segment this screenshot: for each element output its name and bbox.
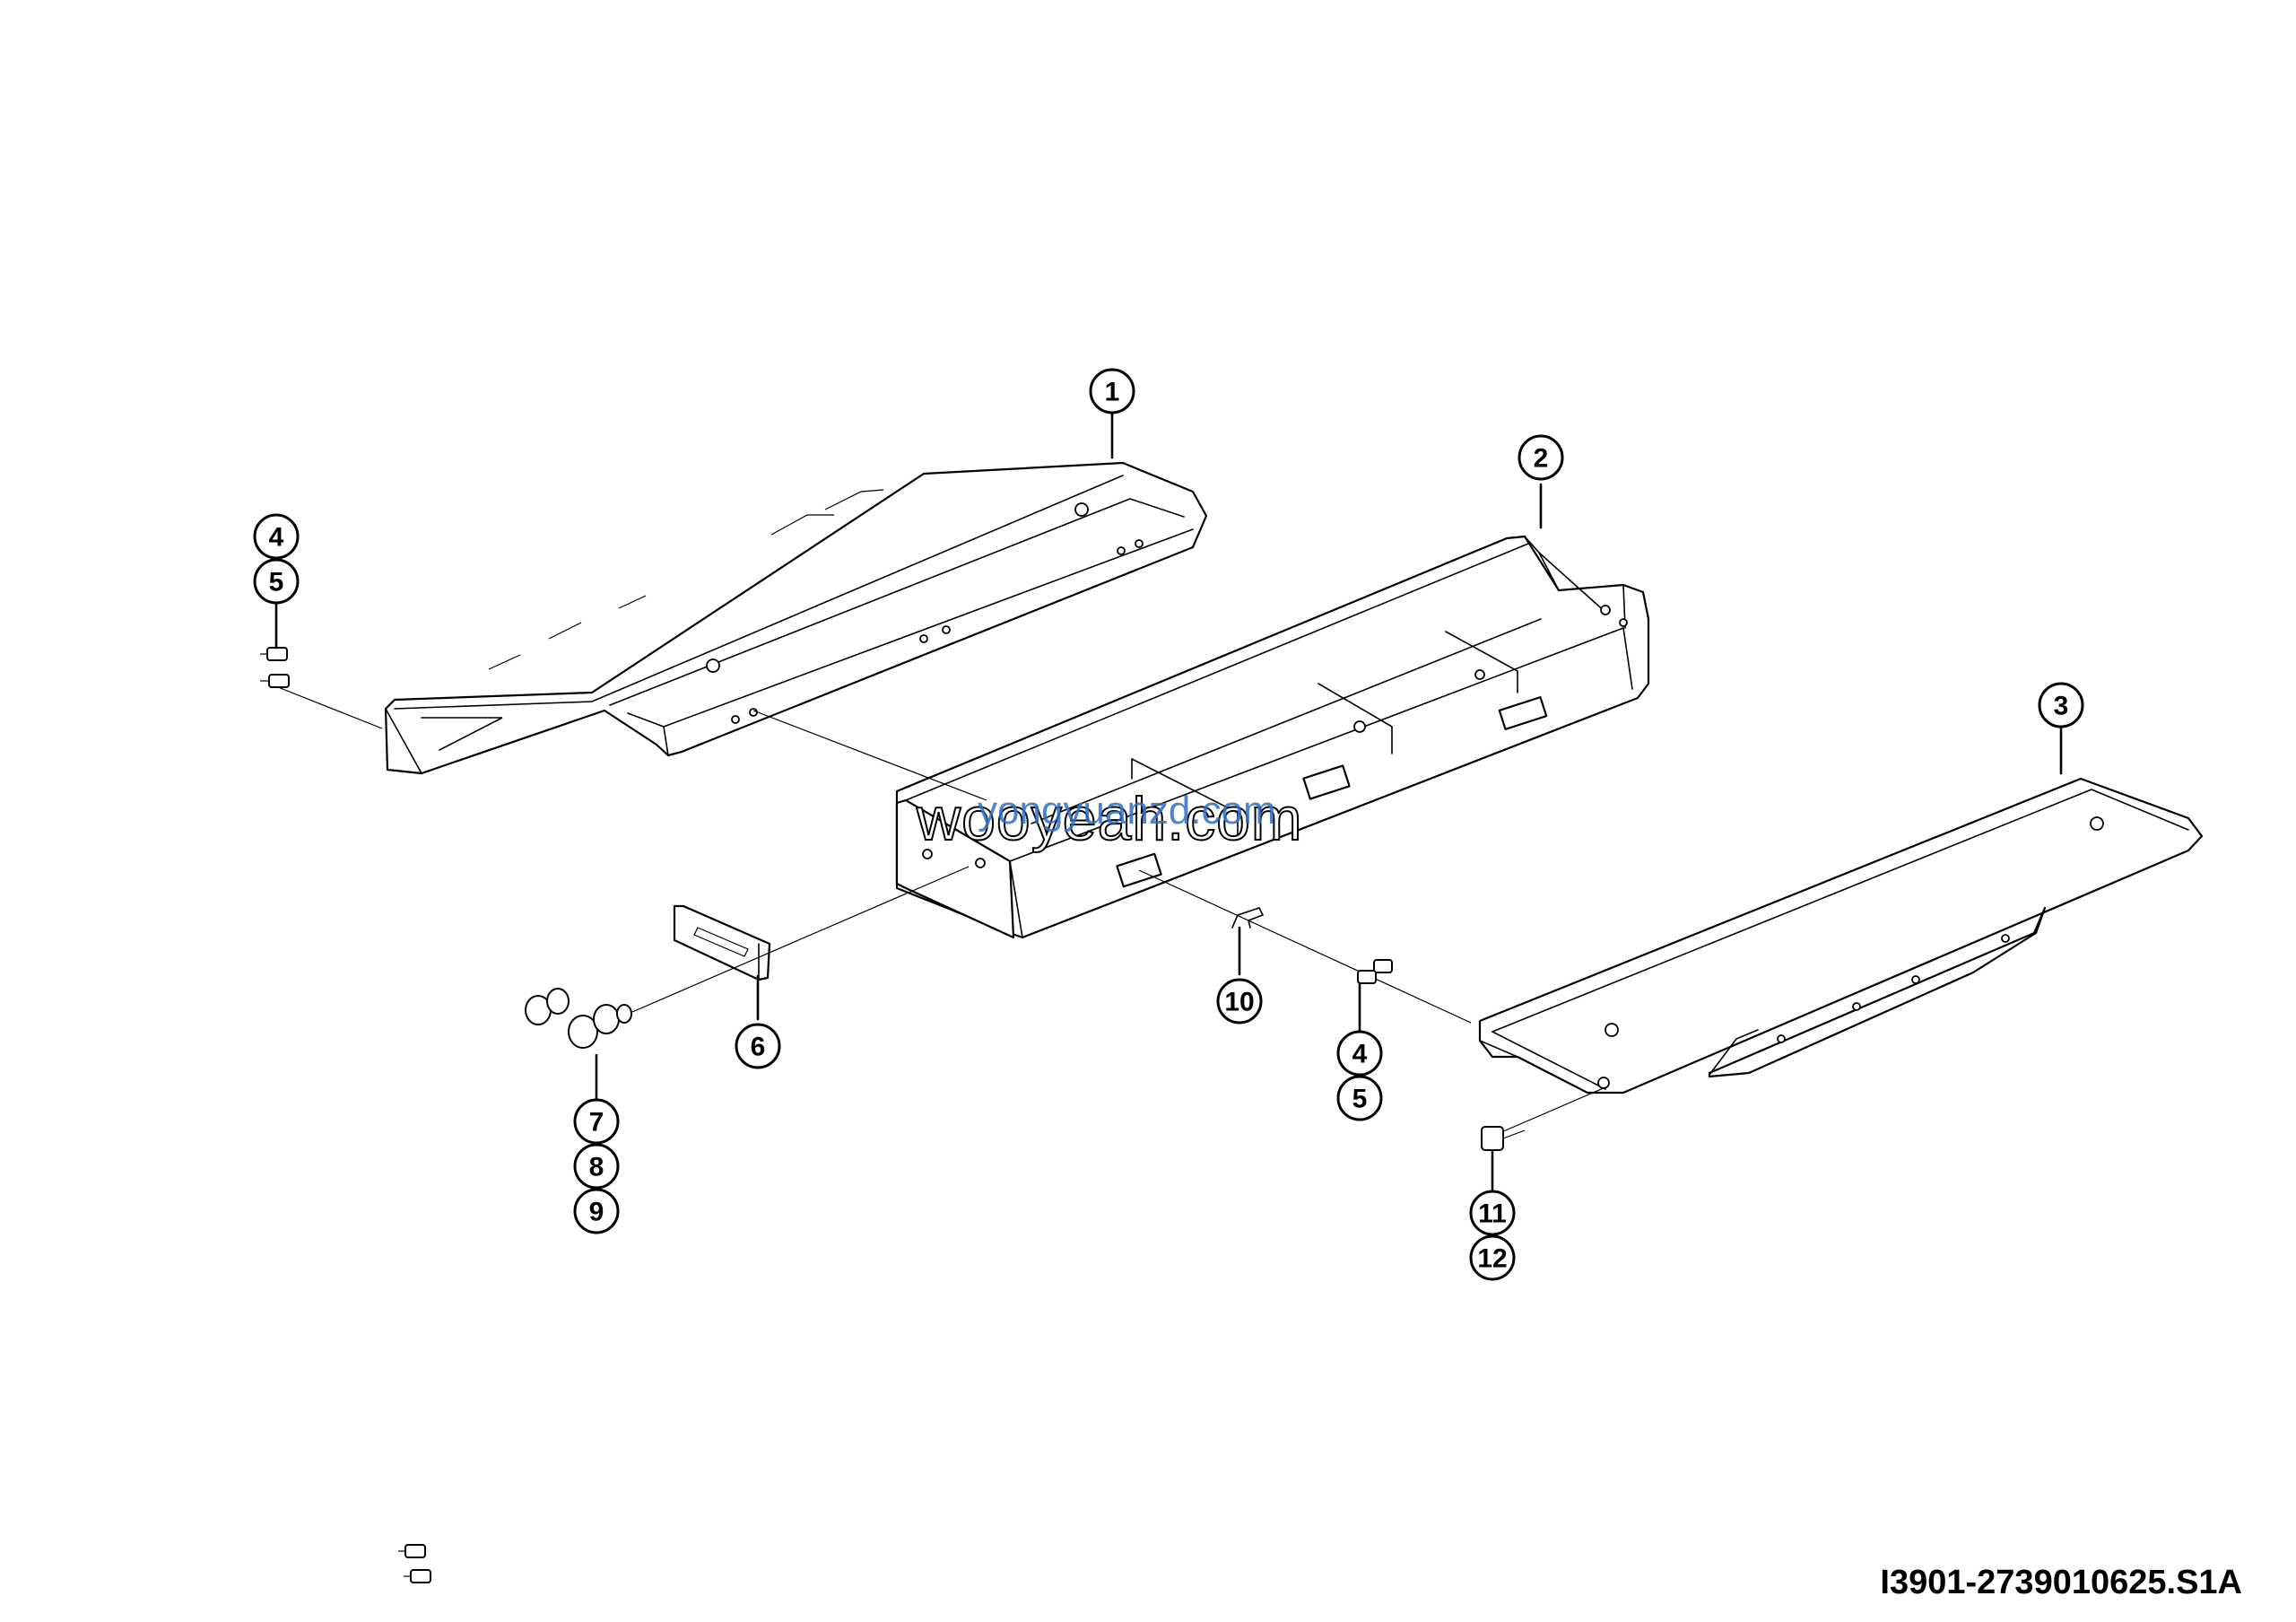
part-6-shim-plate <box>673 904 771 981</box>
callout-11: 11 <box>1469 1190 1516 1236</box>
callout-10: 10 <box>1216 978 1263 1025</box>
bolt-washer-7-8-9 <box>525 988 632 1049</box>
callout-7: 7 <box>573 1098 620 1145</box>
watermark-main: wooyeah.com <box>916 785 1303 853</box>
svg-text:4: 4 <box>269 523 284 553</box>
callout-5-right: 5 <box>1336 1075 1383 1121</box>
callout-1: 1 <box>1089 368 1135 414</box>
callout-8: 8 <box>573 1143 620 1190</box>
callout-3: 3 <box>2038 682 2084 728</box>
part-10-clip <box>1231 907 1265 929</box>
svg-text:5: 5 <box>1352 1085 1368 1114</box>
svg-text:9: 9 <box>589 1198 604 1227</box>
svg-text:2: 2 <box>1534 444 1549 474</box>
callout-5-left: 5 <box>253 558 300 605</box>
callout-12: 12 <box>1469 1234 1516 1281</box>
callout-9: 9 <box>573 1188 620 1234</box>
callout-2: 2 <box>1518 434 1564 481</box>
svg-text:7: 7 <box>589 1108 604 1138</box>
assembly-lines <box>273 685 1606 1133</box>
part-3-right-bracket <box>1478 777 2204 1094</box>
callouts: 1 2 3 4 5 4 5 6 <box>253 368 2084 1281</box>
part-1-left-bracket <box>384 461 1208 775</box>
svg-text:11: 11 <box>1478 1199 1507 1229</box>
leader-lines <box>274 411 2063 1191</box>
svg-text:3: 3 <box>2054 692 2069 721</box>
watermark-overlay: yongyuanzd.com <box>978 789 1276 833</box>
svg-text:6: 6 <box>751 1033 766 1062</box>
bolt-11-12 <box>1481 1126 1526 1151</box>
callout-4-left: 4 <box>253 513 300 560</box>
drawing-id: I3901-2739010625.S1A <box>1880 1564 2242 1601</box>
svg-text:10: 10 <box>1224 988 1254 1017</box>
callout-6: 6 <box>735 1023 781 1069</box>
callout-4-right: 4 <box>1336 1030 1383 1077</box>
bolt-4-5-right <box>1357 959 1393 984</box>
svg-text:1: 1 <box>1105 378 1120 407</box>
loose-bolts <box>398 1544 431 1583</box>
bolt-4-5-left <box>260 647 290 688</box>
part-2-main-frame <box>895 535 1650 939</box>
svg-text:5: 5 <box>269 568 284 597</box>
fasteners <box>260 647 1526 1583</box>
svg-text:12: 12 <box>1477 1244 1507 1274</box>
svg-text:8: 8 <box>589 1153 604 1182</box>
watermark: wooyeah.com yongyuanzd.com <box>915 784 1303 854</box>
svg-text:4: 4 <box>1352 1040 1368 1069</box>
